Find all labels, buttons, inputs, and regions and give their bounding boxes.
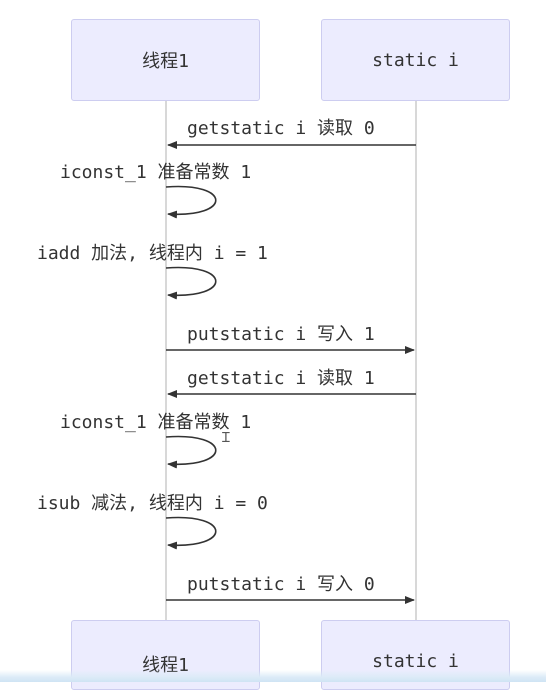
- message-label-iconst-1: iconst_1 准备常数 1: [60, 162, 252, 183]
- participant-thread-label: 线程1: [142, 51, 189, 72]
- self-arrow-iadd: [165, 266, 217, 300]
- participant-static-label: static i: [372, 49, 459, 71]
- message-label-putstatic-1: putstatic i 写入 1: [187, 324, 375, 345]
- participant-static-top: static i: [321, 19, 510, 101]
- message-label-isub: isub 减法, 线程内 i = 0: [37, 493, 268, 514]
- self-arrow-isub: [165, 516, 217, 550]
- participant-static-label: static i: [372, 651, 459, 672]
- participant-thread-top: 线程1: [71, 19, 260, 101]
- bottom-wave-decoration: [0, 670, 546, 682]
- message-label-getstatic-0: getstatic i 读取 0: [187, 118, 375, 139]
- message-label-putstatic-0: putstatic i 写入 0: [187, 574, 375, 595]
- self-arrow-iconst-2: [165, 435, 217, 469]
- message-label-iconst-2: iconst_1 准备常数 1: [60, 412, 252, 433]
- text-cursor-icon: Ɪ: [222, 430, 230, 446]
- message-label-iadd: iadd 加法, 线程内 i = 1: [37, 243, 268, 264]
- self-arrow-iconst-1: [165, 185, 217, 219]
- message-label-getstatic-1: getstatic i 读取 1: [187, 368, 375, 389]
